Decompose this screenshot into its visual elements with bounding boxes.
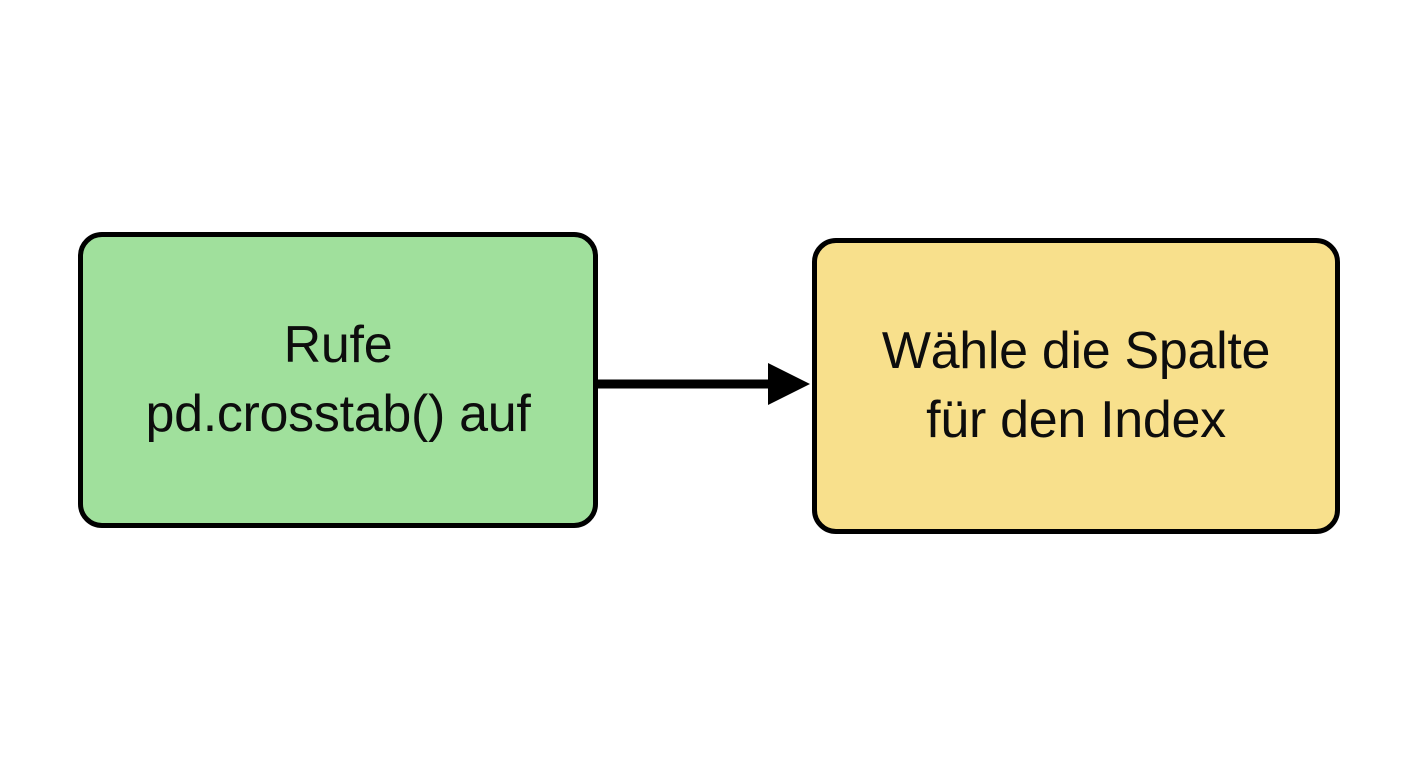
- flow-node-call-crosstab[interactable]: Rufe pd.crosstab() auf: [78, 232, 598, 528]
- arrowhead-icon: [768, 363, 810, 405]
- flow-node-call-crosstab-line-2: pd.crosstab() auf: [145, 385, 531, 443]
- flow-node-call-crosstab-line-1: Rufe: [283, 316, 393, 375]
- flow-node-choose-index-column-line-2: für den Index: [926, 391, 1226, 449]
- flow-edge-crosstab-to-index: [598, 363, 810, 405]
- flow-node-choose-index-column[interactable]: Wähle die Spalte für den Index: [812, 238, 1340, 534]
- flow-node-choose-index-column-line-1: Wähle die Spalte: [881, 322, 1271, 381]
